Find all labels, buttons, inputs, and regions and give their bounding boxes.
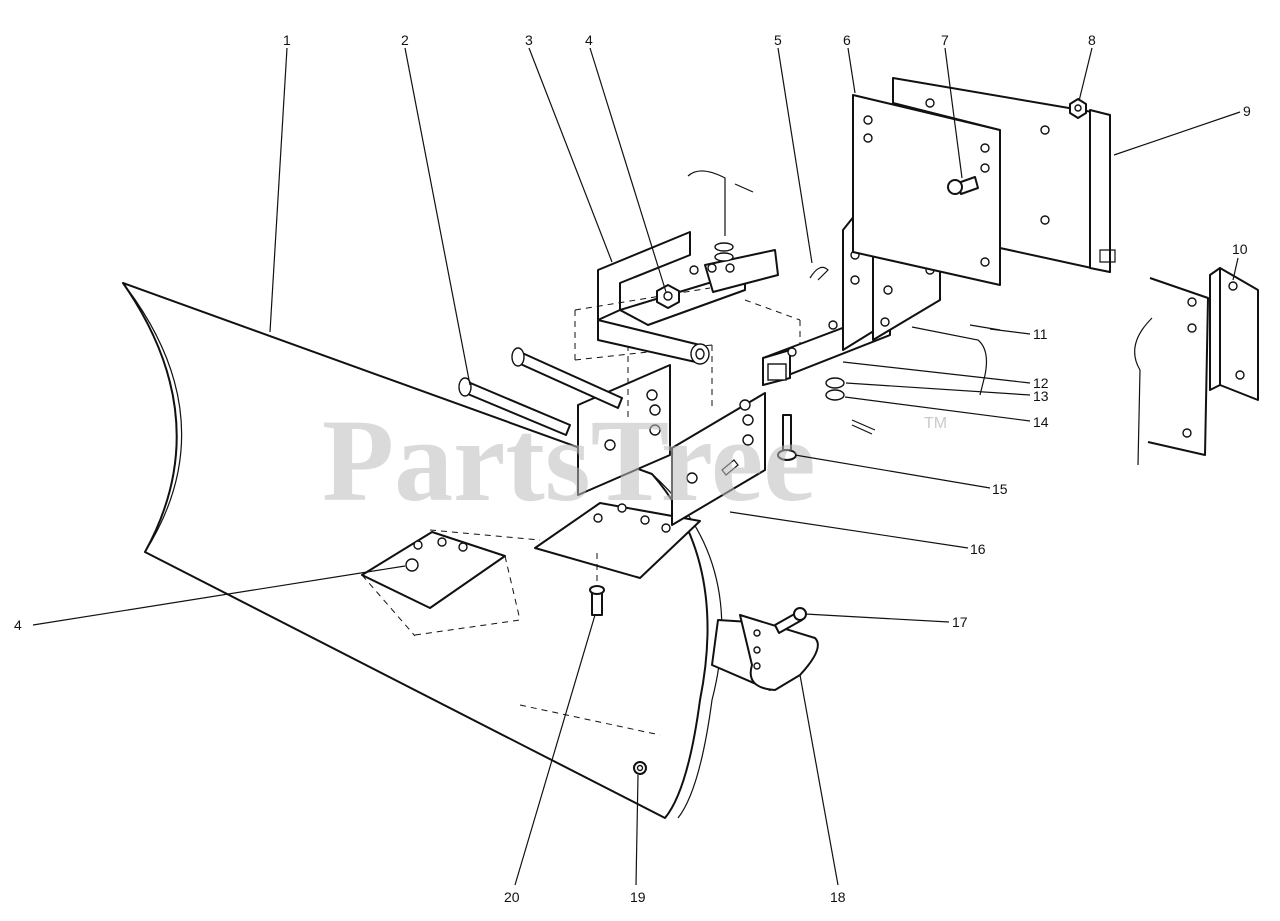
callout-15: 15 [992,481,1008,497]
callout-8: 8 [1088,32,1096,48]
callout-14: 14 [1033,414,1049,430]
blade-mount-plate [361,531,521,637]
hex-nut [1069,98,1087,119]
skid-shoe [711,614,819,691]
callout-labels: 1 2 3 4 5 6 7 8 9 10 11 12 13 14 15 16 4… [14,32,1251,905]
channel-bracket [574,231,801,420]
hex-bolt [777,414,797,461]
right-bracket-plate [671,392,766,526]
watermark-trademark: TM [924,415,947,432]
callout-20: 20 [504,889,520,905]
leader-lines [32,47,1241,886]
callout-17: 17 [952,614,968,630]
callout-1: 1 [283,32,291,48]
callout-9: 9 [1243,103,1251,119]
blade-nut [633,761,647,775]
callout-4-top: 4 [585,32,593,48]
washers [825,377,845,401]
callout-11: 11 [1033,326,1048,342]
callout-10: 10 [1232,241,1248,257]
pivot-pin [458,347,623,436]
lock-nut [656,284,680,309]
callout-13: 13 [1033,388,1049,404]
callout-2: 2 [401,32,409,48]
hitch-pin [911,326,988,396]
carriage-bolt [947,176,979,195]
frame-bracket [892,77,1116,273]
callout-4-left: 4 [14,617,22,633]
callout-19: 19 [630,889,646,905]
hair-pin [851,419,876,435]
watermark-text: PartsTree [322,395,816,526]
center-mount-plate [534,502,701,595]
callout-12: 12 [1033,375,1049,391]
tractor-frame-section [1134,277,1209,466]
callout-5: 5 [774,32,782,48]
spring-clip [809,266,829,281]
pivot-roller [597,319,710,365]
plate-bolt [589,585,605,616]
callout-18: 18 [830,889,846,905]
callout-7: 7 [941,32,949,48]
callout-16: 16 [970,541,986,557]
callout-6: 6 [843,32,851,48]
skid-bolt [774,607,807,634]
upper-j-pin [687,170,754,262]
callout-3: 3 [525,32,533,48]
side-bracket [1209,267,1259,401]
